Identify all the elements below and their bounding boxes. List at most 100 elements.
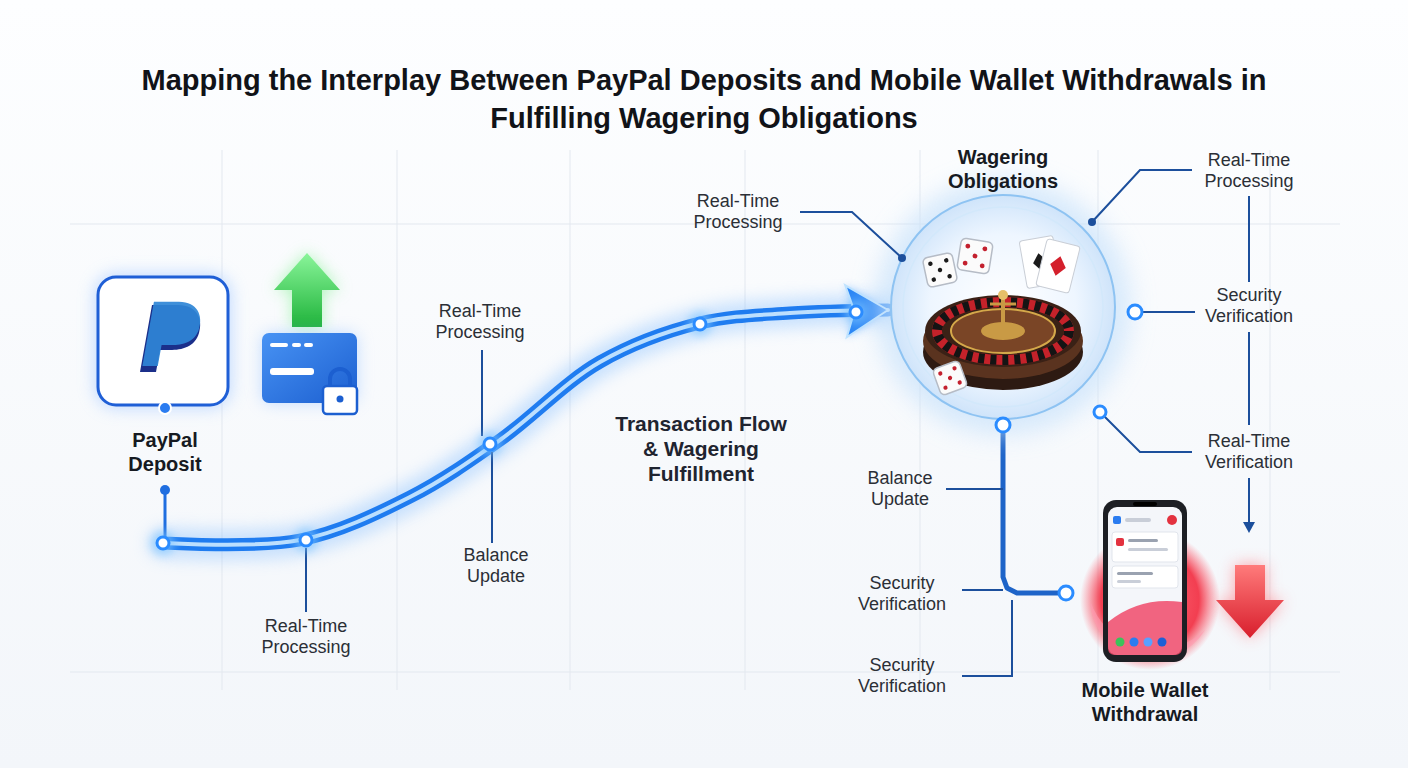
leader-line — [481, 350, 483, 436]
die-pip — [947, 274, 952, 279]
icon-glow — [94, 273, 232, 409]
app-icon — [1130, 638, 1139, 647]
app-icon — [1116, 638, 1125, 647]
diagram-title: Mapping the Interplay Between PayPal Dep… — [124, 61, 1284, 137]
screen-bar — [1117, 580, 1141, 583]
stem-line — [164, 490, 167, 543]
withdrawal-arrow-icon — [1216, 565, 1284, 638]
card-stripe — [292, 343, 301, 347]
node-art — [94, 273, 232, 543]
die-pip — [947, 375, 952, 380]
halo-glow — [875, 179, 1131, 435]
die-pip — [972, 253, 977, 258]
roulette-knob — [998, 290, 1008, 300]
node-glow — [478, 432, 502, 456]
secure-card-icon — [262, 333, 357, 414]
leader-line — [1248, 196, 1250, 282]
annotation-label: Balance Update — [840, 468, 960, 510]
grid-line — [222, 150, 223, 690]
leader-line — [800, 212, 902, 258]
red-down-arrow — [1216, 565, 1284, 638]
card-suit — [1048, 254, 1068, 277]
playing-card — [1036, 239, 1081, 294]
die-pip — [931, 277, 936, 282]
flow-dot — [694, 318, 706, 330]
leader-line — [962, 600, 1012, 676]
node-art — [875, 179, 1131, 435]
die-face — [932, 360, 968, 396]
screen-icon — [1116, 538, 1124, 546]
node-label: Mobile Wallet Withdrawal — [1060, 678, 1230, 726]
leader-line — [305, 548, 307, 612]
annotation-label: Security Verification — [1184, 285, 1314, 327]
flow-dot — [850, 306, 862, 318]
leader-lines — [306, 170, 1249, 676]
diagram-node: Wagering Obligations — [888, 140, 1118, 425]
flow-dot — [300, 534, 312, 546]
annotation-label: Real-Time Verification — [1184, 431, 1314, 473]
die-pip — [982, 246, 987, 251]
node-glow — [844, 300, 868, 324]
roulette-top — [925, 295, 1081, 367]
node-label: Wagering Obligations — [933, 145, 1073, 193]
anchor-dot — [159, 402, 171, 414]
anchor-dot — [160, 485, 170, 495]
connector-line — [1003, 425, 1060, 593]
card-face — [1036, 239, 1081, 294]
annotation-label: Real-Time Processing — [241, 616, 371, 658]
die-pip — [952, 366, 957, 371]
node-glow — [151, 531, 175, 555]
die — [957, 238, 994, 275]
paypal-icon-box — [98, 277, 228, 405]
screen-bar — [1117, 572, 1153, 575]
flow-dot — [157, 537, 169, 549]
roulette-handle — [990, 303, 1016, 306]
card-stripe — [304, 343, 313, 347]
node-outline — [95, 275, 235, 543]
connector-glow — [163, 310, 888, 545]
grid-line — [70, 672, 1340, 673]
diagram-node: Mobile Wallet Withdrawal — [1060, 498, 1230, 730]
card-stripe — [270, 343, 288, 347]
flow-connector — [163, 285, 888, 544]
leader-line — [1248, 332, 1250, 425]
app-icon — [1158, 638, 1167, 647]
annotation-label: Real-Time Processing — [673, 191, 803, 233]
leader-line — [491, 452, 493, 543]
grid-line — [397, 150, 398, 690]
connector-core — [163, 310, 888, 545]
card-stripe — [270, 368, 314, 375]
screen-wave — [1108, 601, 1182, 655]
flow-connector — [1003, 425, 1060, 593]
leader-line — [962, 589, 1003, 591]
screen-bar — [1128, 539, 1158, 542]
leader-line — [1142, 311, 1195, 313]
die-pip — [937, 267, 942, 272]
die-pip — [928, 261, 933, 266]
die — [922, 252, 958, 288]
die-pip — [979, 263, 984, 268]
leader-arrowhead — [1243, 522, 1255, 533]
die-pip — [943, 385, 948, 390]
node-glow — [688, 312, 712, 336]
die-face — [957, 238, 994, 275]
die-pip — [938, 371, 943, 376]
die-pip — [944, 258, 949, 263]
lock-body — [323, 386, 357, 414]
die — [932, 360, 968, 396]
inner-ring — [903, 207, 1103, 407]
leader-line — [1104, 416, 1192, 452]
connector-line — [163, 310, 888, 545]
ring-dot — [1059, 586, 1073, 600]
grid-lines — [70, 150, 1340, 690]
die-face — [922, 252, 958, 288]
app-icon — [1144, 638, 1153, 647]
paypal-logo-front — [142, 302, 200, 366]
screen-card — [1112, 532, 1178, 562]
arrow-glow — [1216, 565, 1284, 638]
annotation-label: Real-Time Processing — [1184, 150, 1314, 192]
annotation-label: Transaction Flow & Wagering Fulfillment — [610, 411, 792, 486]
flow-dot — [484, 438, 496, 450]
phone-screen — [1108, 507, 1182, 655]
